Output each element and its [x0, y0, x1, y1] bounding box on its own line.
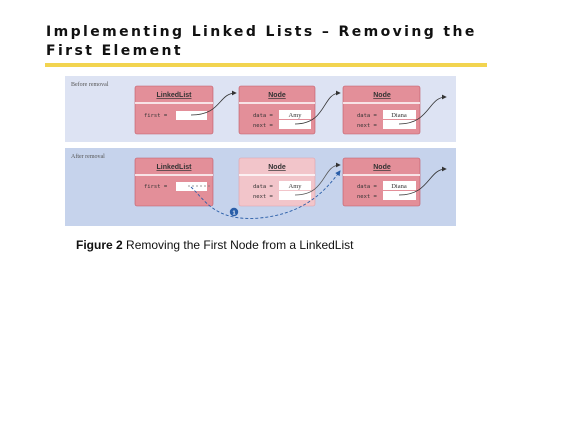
first-field-label: first =	[144, 113, 168, 119]
panel-after-label: After removal	[71, 153, 105, 160]
node-box-amy-removed: Node data = Amy next =	[238, 157, 316, 207]
data-field-label: data =	[357, 184, 378, 190]
data-field-value: Amy	[289, 112, 303, 119]
next-pointer-arrow	[294, 162, 341, 196]
linkedlist-box-after: LinkedList first =	[134, 157, 214, 207]
next-field-label: next =	[357, 194, 378, 200]
data-field-label: data =	[253, 113, 274, 119]
slide-title: Implementing Linked Lists – Removing the…	[46, 24, 477, 59]
next-pointer-arrow	[398, 94, 447, 125]
data-field-value: Amy	[289, 183, 303, 190]
next-field-label: next =	[253, 194, 274, 200]
next-field-label: next =	[357, 123, 378, 129]
panel-before-label: Before removal	[71, 81, 109, 88]
linkedlist-box-before: LinkedList first =	[134, 85, 214, 135]
node-header: Node	[268, 164, 286, 171]
step-badge: 1	[229, 207, 239, 216]
next-field-label: next =	[253, 123, 274, 129]
next-pointer-arrow	[398, 166, 447, 196]
figure-caption: Figure 2 Removing the First Node from a …	[76, 238, 353, 252]
first-pointer-arrow	[190, 90, 237, 116]
title-underline	[45, 63, 487, 67]
node-header: Node	[373, 164, 391, 171]
first-field-value	[176, 182, 207, 191]
data-field-value: Diana	[391, 183, 407, 190]
panel-before-removal: Before removal LinkedList first = Node d…	[65, 76, 456, 142]
node-box-amy-before: Node data = Amy next =	[238, 85, 316, 135]
figure-caption-label: Figure 2	[76, 238, 123, 252]
node-box-diana-before: Node data = Diana next =	[342, 85, 421, 135]
node-header: Node	[268, 92, 286, 99]
panel-after-removal: After removal LinkedList first = Node da…	[65, 148, 456, 226]
next-field-value	[279, 191, 311, 200]
first-field-value	[176, 111, 207, 120]
figure-caption-text: Removing the First Node from a LinkedLis…	[126, 238, 354, 252]
next-field-value	[279, 120, 311, 129]
linkedlist-header: LinkedList	[156, 92, 192, 99]
node-box-diana-after: Node data = Diana next =	[342, 157, 421, 207]
node-header: Node	[373, 92, 391, 99]
next-field-value	[383, 120, 416, 129]
first-field-label: first =	[144, 184, 168, 190]
data-field-label: data =	[357, 113, 378, 119]
linkedlist-header: LinkedList	[156, 164, 192, 171]
step-badge-number: 1	[232, 210, 235, 216]
data-field-label: data =	[253, 184, 274, 190]
next-field-value	[383, 191, 416, 200]
next-pointer-arrow	[294, 90, 341, 125]
data-field-value: Diana	[391, 112, 407, 119]
